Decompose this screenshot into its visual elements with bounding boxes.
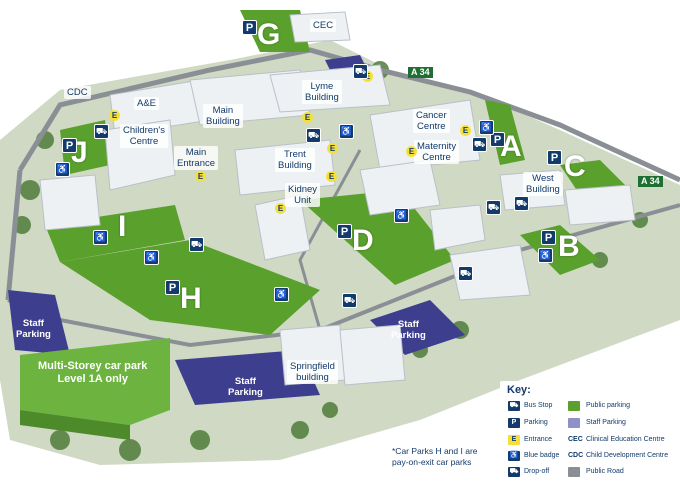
key-label-bus-stop: Bus Stop <box>524 402 553 409</box>
blue-badge-icon: ♿ <box>339 124 354 139</box>
main-entrance-label: Main Entrance <box>174 146 219 170</box>
west-building-label: West Building <box>523 172 563 196</box>
entrance-icon: E <box>508 435 520 445</box>
car-park-i-letter: I <box>118 210 127 243</box>
drop-off-icon: ⛟ <box>342 293 357 308</box>
parking-icon: P <box>508 418 520 428</box>
blue-badge-icon: ♿ <box>479 120 494 135</box>
bus-stop-icon: ⛟ <box>458 266 473 281</box>
springfield-building-label: Springfield building <box>287 360 338 384</box>
blue-badge-icon: ♿ <box>538 248 553 263</box>
key-label-entrance: Entrance <box>524 436 553 443</box>
main-building-label: Main Building <box>203 104 243 128</box>
road-a34-top: A 34 <box>408 67 433 78</box>
car-park-h-letter: H <box>180 282 202 315</box>
public-parking-swatch <box>568 401 580 411</box>
blue-badge-icon: ♿ <box>274 287 289 302</box>
parking-icon: P <box>490 132 505 147</box>
entrance-icon: E <box>327 143 338 154</box>
pay-on-exit-note: *Car Parks H and I are pay-on-exit car p… <box>392 446 478 467</box>
blue-badge-icon: ♿ <box>394 208 409 223</box>
car-park-a-letter: A <box>500 130 522 163</box>
key-label-cec: Clinical Education Centre <box>586 436 665 443</box>
key-label-public-parking: Public parking <box>586 402 630 409</box>
staff-parking-right-label: Staff Parking <box>391 319 426 341</box>
key-label-staff-parking: Staff Parking <box>586 419 626 426</box>
drop-off-icon: ⛟ <box>508 467 520 477</box>
entrance-icon: E <box>460 125 471 136</box>
entrance-icon: E <box>275 203 286 214</box>
parking-icon: P <box>165 280 180 295</box>
staff-parking-left-label: Staff Parking <box>16 318 51 340</box>
key-label-cdc: Child Development Centre <box>586 452 669 459</box>
blue-badge-icon: ♿ <box>144 250 159 265</box>
key-label-blue-badge: Blue badge <box>524 452 560 459</box>
road-a34-right: A 34 <box>638 176 663 187</box>
kidney-unit-label: Kidney Unit <box>285 183 321 207</box>
key-label-public-road: Public Road <box>586 468 624 475</box>
parking-icon: P <box>62 138 77 153</box>
car-park-g-letter: G <box>257 18 281 51</box>
parking-icon: P <box>242 20 257 35</box>
key-abbr-cdc: CDC <box>568 452 584 459</box>
key-label-drop-off: Drop-off <box>524 468 550 475</box>
drop-off-icon: ⛟ <box>94 124 109 139</box>
key-title: Key: <box>507 384 531 396</box>
entrance-icon: E <box>302 112 313 123</box>
bus-stop-icon: ⛟ <box>514 196 529 211</box>
map-key: Key: ⛟ Bus Stop P Parking E Entrance ♿ B… <box>500 381 678 479</box>
parking-icon: P <box>541 230 556 245</box>
maternity-centre-label: Maternity Centre <box>414 140 460 164</box>
key-abbr-cec: CEC <box>568 436 583 443</box>
car-park-c-letter: C <box>564 150 586 183</box>
trent-building-label: Trent Building <box>275 148 315 172</box>
key-label-parking: Parking <box>524 419 548 426</box>
blue-badge-icon: ♿ <box>55 162 70 177</box>
drop-off-icon: ⛟ <box>472 137 487 152</box>
childrens-centre-label: Children's Centre <box>120 124 168 148</box>
cec-label: CEC <box>310 19 337 32</box>
cancer-centre-label: Cancer Centre <box>413 109 450 133</box>
car-park-b-letter: B <box>558 230 580 263</box>
lyme-building-label: Lyme Building <box>302 80 342 104</box>
multi-storey-label: Multi-Storey car park Level 1A only <box>38 360 148 385</box>
staff-parking-swatch <box>568 418 580 428</box>
entrance-icon: E <box>109 110 120 121</box>
entrance-icon: E <box>406 146 417 157</box>
drop-off-icon: ⛟ <box>306 128 321 143</box>
bus-stop-icon: ⛟ <box>486 200 501 215</box>
blue-badge-icon: ♿ <box>93 230 108 245</box>
drop-off-icon: ⛟ <box>189 237 204 252</box>
cdc-label: CDC <box>64 86 91 99</box>
parking-icon: P <box>547 150 562 165</box>
ae-label: A&E <box>134 97 160 110</box>
bus-stop-icon: ⛟ <box>508 401 520 411</box>
blue-badge-icon: ♿ <box>508 451 520 461</box>
entrance-icon: E <box>195 171 206 182</box>
entrance-icon: E <box>326 171 337 182</box>
public-road-swatch <box>568 467 580 477</box>
parking-icon: P <box>337 224 352 239</box>
drop-off-icon: ⛟ <box>353 64 368 79</box>
car-park-d-letter: D <box>352 224 374 257</box>
staff-parking-bottom-label: Staff Parking <box>228 376 263 398</box>
